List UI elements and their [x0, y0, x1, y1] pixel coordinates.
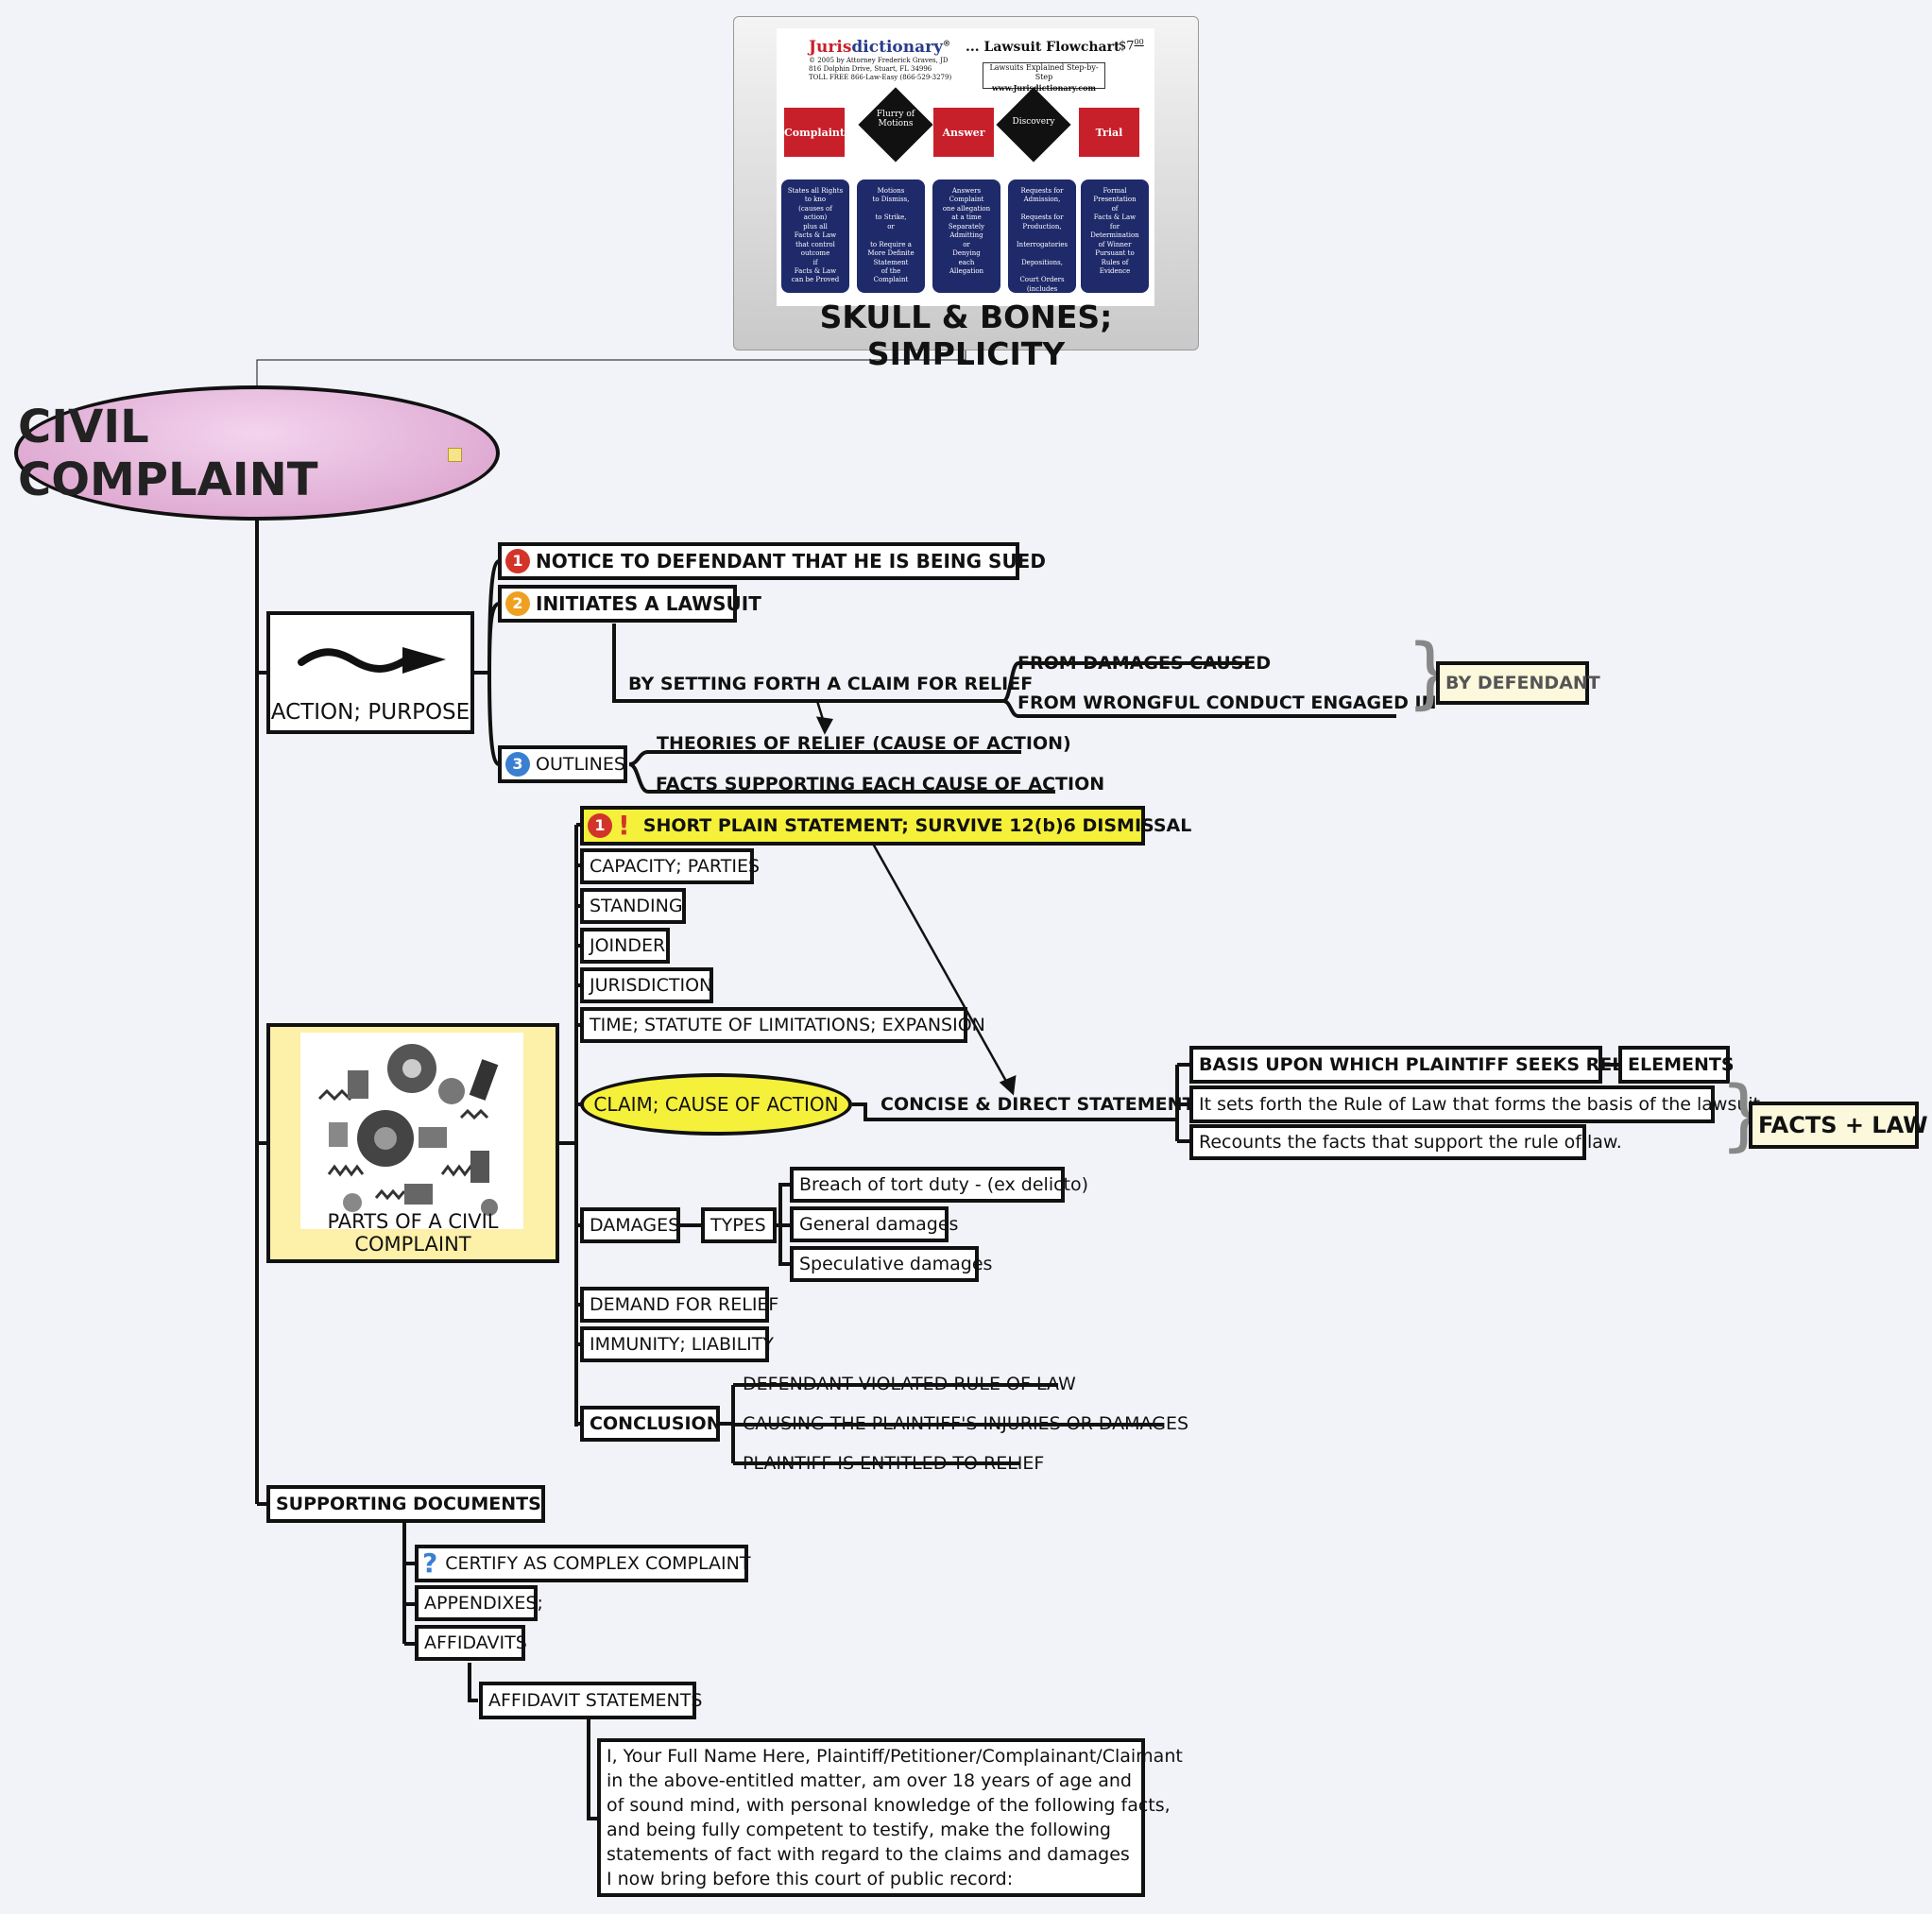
flowchart-step-trial: Trial [1079, 108, 1139, 157]
flowchart-brand: Jurisdictionary® [809, 38, 950, 57]
supporting-documents-node[interactable]: SUPPORTING DOCUMENTS [266, 1485, 545, 1523]
affidavit-line: I now bring before this court of public … [607, 1869, 1014, 1889]
certify-node[interactable]: ? CERTIFY AS COMPLEX COMPLAINT [415, 1545, 751, 1582]
priority-1-icon: 1 [588, 813, 612, 838]
appendixes-node[interactable]: APPENDIXES; [415, 1585, 543, 1621]
elements-node[interactable]: ELEMENTS [1618, 1046, 1735, 1084]
lawsuit-flowchart-image: Jurisdictionary® ... Lawsuit Flowchart $… [777, 28, 1154, 306]
general-damages-node[interactable]: General damages [790, 1206, 958, 1242]
by-defendant-node[interactable]: BY DEFENDANT [1436, 661, 1600, 705]
flowchart-price: $700 [1119, 38, 1144, 54]
priority-2-icon: 2 [505, 591, 530, 616]
initiates-label: INITIATES A LAWSUIT [536, 592, 761, 615]
flowchart-step-answer: Answer [933, 108, 994, 157]
root-title: CIVIL COMPLAINT [18, 400, 318, 506]
time-node[interactable]: TIME; STATUTE OF LIMITATIONS; EXPANSION [580, 1007, 985, 1043]
parts-label: PARTS OF A CIVIL COMPLAINT [327, 1210, 499, 1256]
root-topic[interactable]: CIVIL COMPLAINT [14, 385, 500, 521]
breach-node[interactable]: Breach of tort duty - (ex delicto) [790, 1167, 1088, 1203]
facts-law-node[interactable]: FACTS + LAW [1749, 1102, 1928, 1149]
initiates-node[interactable]: 2 INITIATES A LAWSUIT [498, 585, 761, 623]
conclusion-node[interactable]: CONCLUSION [580, 1406, 722, 1442]
recounts-node[interactable]: Recounts the facts that support the rule… [1189, 1124, 1622, 1160]
violated-node[interactable]: DEFENDANT VIOLATED RULE OF LAW [743, 1374, 1076, 1394]
note-icon[interactable] [448, 448, 462, 462]
from-wrongful-node[interactable]: FROM WRONGFUL CONDUCT ENGAGED IN [1017, 692, 1437, 713]
types-node[interactable]: TYPES [701, 1207, 777, 1243]
affidavits-node[interactable]: AFFIDAVITS [415, 1625, 527, 1661]
flowchart-step-complaint: Complaint [784, 108, 845, 157]
outlines-label: OUTLINES [536, 753, 625, 775]
affidavit-statements-node[interactable]: AFFIDAVIT STATEMENTS [479, 1682, 702, 1719]
priority-1-icon: 1 [505, 549, 530, 573]
flowchart-detail-discovery: Requests for Admission, Requests for Pro… [1008, 179, 1076, 301]
outlines-node[interactable]: 3 OUTLINES [498, 745, 627, 783]
rule-of-law-node[interactable]: It sets forth the Rule of Law that forms… [1189, 1085, 1766, 1123]
joinder-node[interactable]: JOINDER [580, 928, 670, 964]
claim-for-relief-node[interactable]: BY SETTING FORTH A CLAIM FOR RELIEF [628, 674, 1034, 694]
action-purpose-label: ACTION; PURPOSE [270, 700, 470, 725]
damages-node[interactable]: DAMAGES [580, 1207, 680, 1243]
speculative-damages-node[interactable]: Speculative damages [790, 1246, 992, 1282]
standing-node[interactable]: STANDING [580, 888, 686, 924]
action-purpose-node[interactable]: ACTION; PURPOSE [266, 611, 474, 734]
capacity-node[interactable]: CAPACITY; PARTIES [580, 848, 760, 884]
mechanical-parts-image [300, 1033, 523, 1229]
affidavit-line: of sound mind, with personal knowledge o… [607, 1795, 1171, 1816]
concise-node[interactable]: CONCISE & DIRECT STATEMENT [881, 1094, 1195, 1115]
wavy-arrow-icon [298, 647, 446, 674]
flowchart-caption: SKULL & BONES; SIMPLICITY [819, 299, 1113, 372]
affidavit-line: I, Your Full Name Here, Plaintiff/Petiti… [607, 1746, 1183, 1767]
short-plain-node[interactable]: 1 ! SHORT PLAIN STATEMENT; SURVIVE 12(b)… [580, 806, 1191, 846]
exclamation-icon: ! [618, 810, 630, 841]
claim-cause-node[interactable]: CLAIM; CAUSE OF ACTION [580, 1073, 852, 1136]
priority-3-icon: 3 [505, 752, 530, 777]
short-plain-label: SHORT PLAIN STATEMENT; SURVIVE 12(b)6 DI… [642, 814, 1192, 836]
affidavit-line: in the above-entitled matter, am over 18… [607, 1770, 1132, 1791]
lawsuit-flowchart-card: Jurisdictionary® ... Lawsuit Flowchart $… [733, 16, 1199, 372]
theories-node[interactable]: THEORIES OF RELIEF (CAUSE OF ACTION) [657, 733, 1071, 754]
flowchart-detail-complaint: States all Rights to kno (causes of acti… [781, 179, 849, 293]
parts-node[interactable]: PARTS OF A CIVIL COMPLAINT [266, 1023, 559, 1263]
flowchart-detail-answer: Answers Complaint one allegation at a ti… [932, 179, 1000, 293]
causing-node[interactable]: CAUSING THE PLAINTIFF'S INJURIES OR DAMA… [743, 1413, 1189, 1434]
flowchart-copyright: © 2005 by Attorney Frederick Graves, JD … [809, 57, 952, 82]
demand-node[interactable]: DEMAND FOR RELIEF [580, 1287, 778, 1323]
entitled-node[interactable]: PLAINTIFF IS ENTITLED TO RELIEF [743, 1453, 1045, 1474]
flowchart-detail-trial: Formal Presentation of Facts & Law for D… [1081, 179, 1149, 293]
facts-supporting-node[interactable]: FACTS SUPPORTING EACH CAUSE OF ACTION [656, 774, 1105, 795]
flowchart-step-motions: Flurry of Motions [876, 110, 915, 128]
basis-node[interactable]: BASIS UPON WHICH PLAINTIFF SEEKS RELIEF [1189, 1046, 1654, 1084]
certify-label: CERTIFY AS COMPLEX COMPLAINT [445, 1552, 751, 1574]
flowchart-title: ... Lawsuit Flowchart [966, 40, 1120, 55]
affidavit-text-node[interactable]: I, Your Full Name Here, Plaintiff/Petiti… [597, 1738, 1183, 1897]
flowchart-detail-motions: Motions to Dismiss, to Strike, or to Req… [857, 179, 925, 293]
question-icon: ? [422, 1547, 438, 1579]
affidavit-line: and being fully competent to testify, ma… [607, 1820, 1111, 1840]
from-damages-node[interactable]: FROM DAMAGES CAUSED [1017, 653, 1272, 674]
notice-label: NOTICE TO DEFENDANT THAT HE IS BEING SUE… [536, 550, 1046, 572]
flowchart-step-discovery: Discovery [1012, 117, 1055, 127]
affidavit-line: statements of fact with regard to the cl… [607, 1844, 1130, 1865]
notice-node[interactable]: 1 NOTICE TO DEFENDANT THAT HE IS BEING S… [498, 542, 1046, 580]
immunity-node[interactable]: IMMUNITY; LIABILITY [580, 1326, 774, 1362]
jurisdiction-node[interactable]: JURISDICTION [580, 967, 713, 1003]
